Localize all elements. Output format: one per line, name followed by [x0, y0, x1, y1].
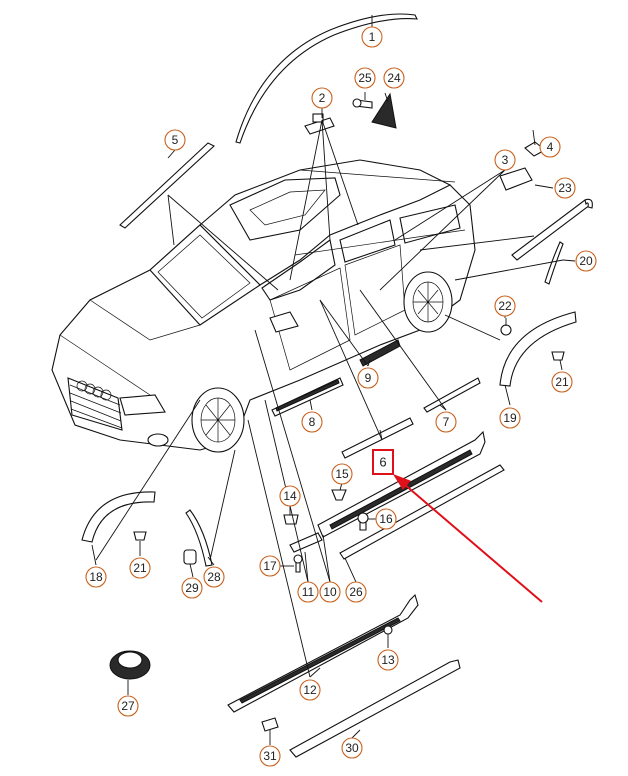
highlight-box [372, 449, 394, 475]
part-23-strip [511, 199, 591, 261]
svg-text:13: 13 [381, 653, 395, 667]
part-28-strip [185, 509, 213, 567]
callout-18[interactable]: 18 [85, 566, 107, 588]
svg-text:2: 2 [319, 91, 326, 105]
part-31-clip [261, 717, 279, 732]
highlight-arrow [396, 477, 543, 603]
svg-text:31: 31 [263, 749, 277, 763]
part-29-clip [183, 549, 197, 565]
part-24-triangle-trim [371, 92, 397, 129]
svg-text:30: 30 [345, 741, 359, 755]
callout-2[interactable]: 2 [311, 87, 333, 109]
svg-text:26: 26 [349, 585, 363, 599]
svg-text:24: 24 [387, 71, 401, 85]
part-6-trim [341, 417, 414, 459]
part-2-clip-top [312, 113, 324, 123]
svg-text:1: 1 [369, 30, 376, 44]
part-22-screw [500, 324, 512, 336]
car-illustration [51, 159, 476, 453]
callout-4[interactable]: 4 [539, 136, 561, 158]
svg-text:15: 15 [335, 467, 349, 481]
svg-text:3: 3 [502, 153, 509, 167]
part-15-clip [331, 489, 347, 501]
callout-17[interactable]: 17 [259, 555, 281, 577]
part-26-sill-lower [339, 464, 505, 560]
callout-12[interactable]: 12 [299, 679, 321, 701]
callout-3[interactable]: 3 [494, 149, 516, 171]
part-20-blade [544, 241, 564, 285]
callout-25[interactable]: 25 [354, 67, 376, 89]
callout-14[interactable]: 14 [279, 485, 301, 507]
svg-text:28: 28 [207, 570, 221, 584]
callout-24[interactable]: 24 [383, 67, 405, 89]
callout-19[interactable]: 19 [499, 407, 521, 429]
callout-28[interactable]: 28 [203, 566, 225, 588]
svg-text:9: 9 [365, 371, 372, 385]
svg-text:4: 4 [547, 140, 554, 154]
svg-text:23: 23 [558, 181, 572, 195]
part-5-strip [119, 142, 215, 229]
callout-23[interactable]: 23 [554, 177, 576, 199]
callout-26[interactable]: 26 [345, 581, 367, 603]
part-18-wheel-arch [81, 491, 156, 543]
callout-11[interactable]: 11 [297, 581, 319, 603]
highlight-label: 6 [379, 455, 386, 470]
svg-text:14: 14 [283, 489, 297, 503]
svg-text:11: 11 [302, 585, 315, 599]
svg-text:8: 8 [309, 415, 316, 429]
svg-text:21: 21 [133, 561, 147, 575]
part-13-nut [383, 625, 393, 635]
highlight-arrowhead [392, 474, 411, 490]
callout-8[interactable]: 8 [301, 411, 323, 433]
callout-10[interactable]: 10 [319, 581, 341, 603]
callout-21-left[interactable]: 21 [129, 557, 151, 579]
svg-text:27: 27 [121, 699, 135, 713]
svg-text:10: 10 [323, 585, 337, 599]
part-14-clip [283, 514, 299, 525]
callout-20[interactable]: 20 [575, 250, 597, 272]
callout-13[interactable]: 13 [377, 649, 399, 671]
callout-29[interactable]: 29 [181, 577, 203, 599]
callout-9[interactable]: 9 [357, 367, 379, 389]
callouts: 1 2 3 4 5 7 8 9 10 11 12 13 14 15 16 17 … [85, 26, 597, 767]
callout-5[interactable]: 5 [164, 129, 186, 151]
svg-text:5: 5 [172, 133, 179, 147]
part-1-roof-moulding [235, 13, 418, 144]
part-19-wheel-arch [499, 311, 577, 387]
callout-7[interactable]: 7 [435, 411, 457, 433]
svg-text:29: 29 [185, 581, 199, 595]
part-30-strip [289, 659, 461, 758]
callout-15[interactable]: 15 [331, 463, 353, 485]
svg-text:18: 18 [89, 570, 103, 584]
svg-text:16: 16 [379, 512, 393, 526]
callout-22[interactable]: 22 [494, 295, 516, 317]
svg-text:17: 17 [263, 559, 277, 573]
svg-text:22: 22 [498, 299, 512, 313]
part-3-bracket [499, 167, 533, 191]
svg-text:19: 19 [503, 411, 517, 425]
part-21-rivet-left [133, 531, 147, 541]
callout-21-right[interactable]: 21 [551, 371, 573, 393]
callout-31[interactable]: 31 [259, 745, 281, 767]
highlight-part-6[interactable]: 6 [372, 449, 543, 603]
part-21-rivet-right [551, 351, 565, 361]
part-11-bracket [289, 532, 323, 553]
callout-30[interactable]: 30 [341, 737, 363, 759]
callout-27[interactable]: 27 [117, 695, 139, 717]
svg-text:7: 7 [443, 415, 450, 429]
callout-16[interactable]: 16 [375, 508, 397, 530]
callout-1[interactable]: 1 [361, 26, 383, 48]
svg-text:21: 21 [555, 375, 569, 389]
part-7-trim [423, 377, 481, 413]
svg-text:12: 12 [303, 683, 317, 697]
svg-text:20: 20 [579, 254, 593, 268]
leader-lines [91, 15, 576, 745]
svg-text:25: 25 [358, 71, 372, 85]
